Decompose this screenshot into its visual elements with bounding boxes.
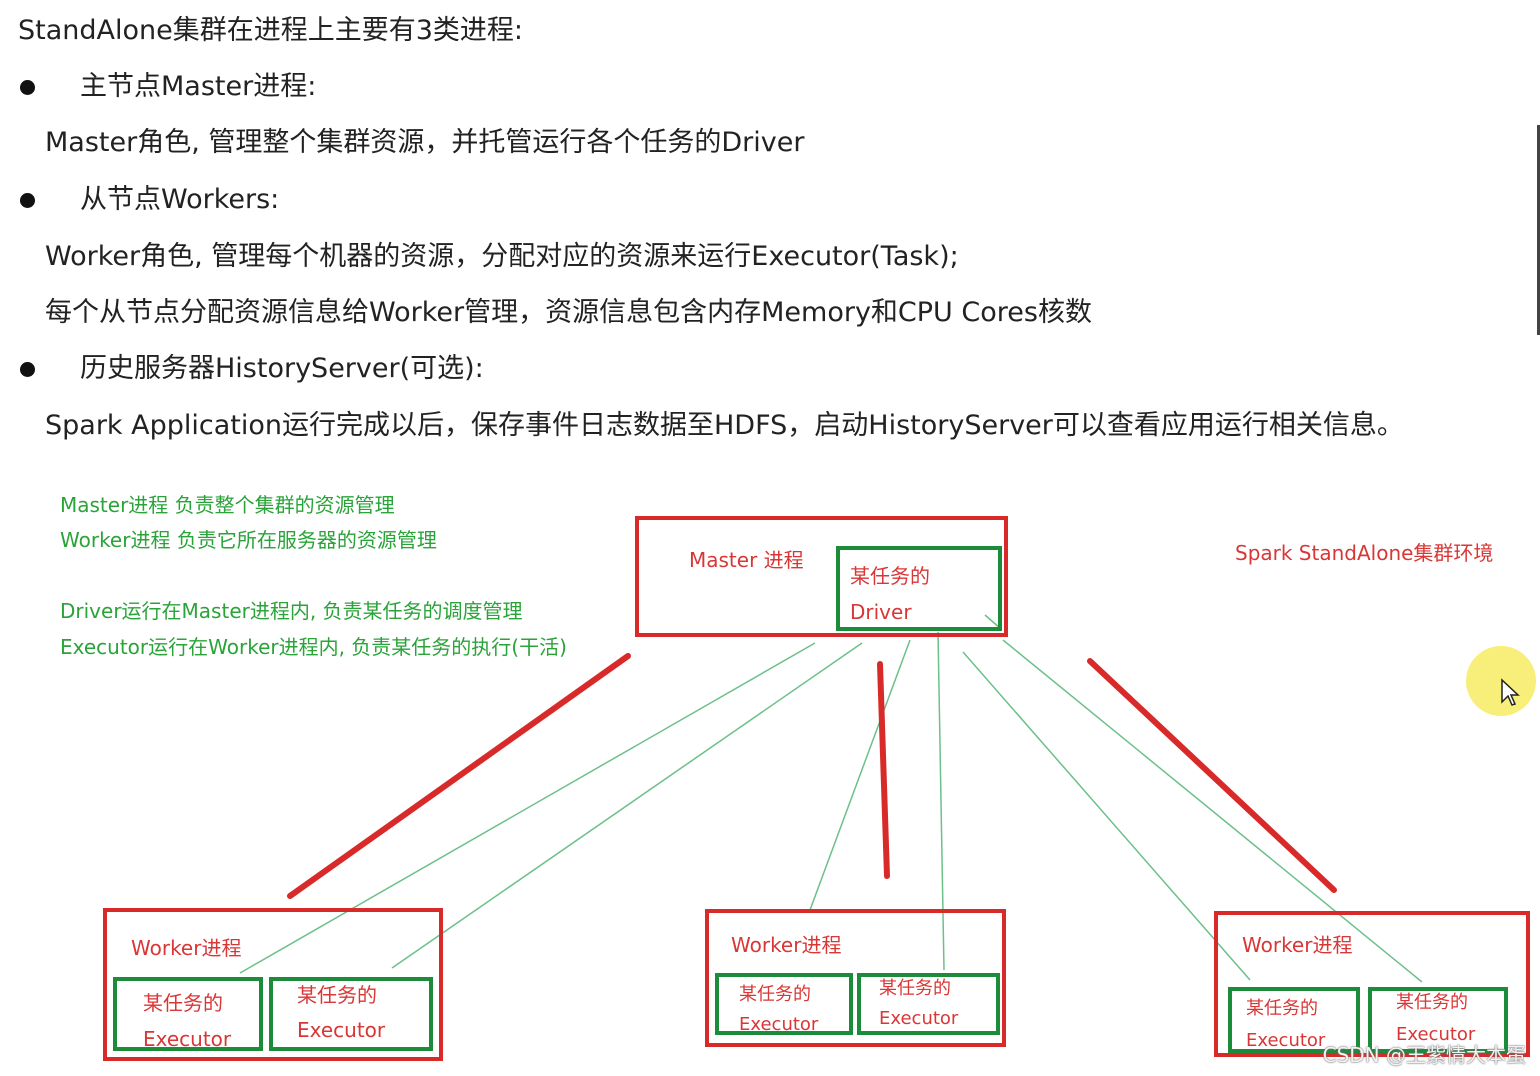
executor-box: 某任务的 Executor — [269, 977, 433, 1051]
executor-label-line2: Executor — [297, 1018, 386, 1042]
bullet-icon — [20, 193, 35, 208]
worker-label: Worker进程 — [131, 936, 242, 960]
worker-process-box: Worker进程 某任务的 Executor 某任务的 Executor — [705, 909, 1006, 1047]
workers-heading: 从节点Workers: — [80, 184, 280, 215]
executor-box: 某任务的 Executor — [1368, 987, 1508, 1053]
note-executor: Executor运行在Worker进程内, 负责某任务的执行(干活) — [60, 635, 567, 659]
diagram-title: Spark StandAlone集群环境 — [1235, 541, 1494, 565]
executor-label-line2: Executor — [1246, 1030, 1326, 1051]
history-description: Spark Application运行完成以后，保存事件日志数据至HDFS，启动… — [45, 410, 1404, 441]
worker-label: Worker进程 — [1242, 933, 1353, 957]
worker-label: Worker进程 — [731, 933, 842, 957]
executor-label-line1: 某任务的 — [1246, 998, 1318, 1019]
intro-text: StandAlone集群在进程上主要有3类进程: — [18, 15, 524, 46]
red-stroke — [1087, 658, 1337, 893]
master-process-box: Master 进程 某任务的 Driver — [635, 516, 1008, 637]
scrollbar-edge[interactable] — [1537, 125, 1540, 335]
executor-label-line1: 某任务的 — [143, 991, 223, 1015]
bullet-icon — [20, 80, 35, 95]
connector-line — [809, 639, 911, 911]
connector-line — [391, 642, 863, 969]
connector-line — [984, 614, 1001, 629]
executor-label-line2: Executor — [879, 1008, 959, 1029]
executor-label-line1: 某任务的 — [739, 984, 811, 1005]
red-stroke — [287, 653, 631, 899]
executor-box: 某任务的 Executor — [715, 973, 853, 1035]
note-master: Master进程 负责整个集群的资源管理 — [60, 493, 395, 517]
master-description: Master角色, 管理整个集群资源，并托管运行各个任务的Driver — [45, 127, 805, 158]
executor-label-line1: 某任务的 — [879, 978, 951, 999]
note-driver: Driver运行在Master进程内, 负责某任务的调度管理 — [60, 599, 523, 623]
connector-line — [1002, 639, 1423, 983]
history-heading: 历史服务器HistoryServer(可选): — [80, 353, 484, 384]
workers-description-2: 每个从节点分配资源信息给Worker管理，资源信息包含内存Memory和CPU … — [45, 297, 1092, 328]
connector-line — [239, 642, 816, 974]
executor-box: 某任务的 Executor — [1228, 987, 1360, 1053]
driver-label-line1: 某任务的 — [850, 564, 930, 588]
executor-label-line2: Executor — [1396, 1024, 1476, 1045]
bullet-icon — [20, 362, 35, 377]
document-section: StandAlone集群在进程上主要有3类进程: 主节点Master进程: Ma… — [0, 0, 1540, 460]
connector-line — [937, 631, 945, 971]
driver-box: 某任务的 Driver — [836, 546, 1002, 631]
note-worker: Worker进程 负责它所在服务器的资源管理 — [60, 528, 437, 552]
cursor-highlight — [1466, 646, 1536, 716]
executor-label-line1: 某任务的 — [297, 983, 377, 1007]
driver-label-line2: Driver — [850, 600, 912, 624]
executor-label-line1: 某任务的 — [1396, 992, 1468, 1013]
executor-label-line2: Executor — [143, 1027, 232, 1051]
connector-line — [962, 651, 1251, 981]
executor-label-line2: Executor — [739, 1014, 819, 1035]
workers-description-1: Worker角色, 管理每个机器的资源，分配对应的资源来运行Executor(T… — [45, 241, 959, 272]
master-heading: 主节点Master进程: — [80, 71, 317, 102]
worker-process-box: Worker进程 某任务的 Executor 某任务的 Executor — [103, 908, 443, 1061]
pointer-icon — [1501, 678, 1520, 706]
master-label: Master 进程 — [689, 548, 804, 572]
worker-process-box: Worker进程 某任务的 Executor 某任务的 Executor — [1214, 911, 1530, 1057]
watermark: CSDN @王紫情大本蛋 — [1322, 1043, 1526, 1067]
executor-box: 某任务的 Executor — [857, 973, 1000, 1035]
red-stroke — [877, 661, 890, 879]
executor-box: 某任务的 Executor — [113, 977, 263, 1051]
